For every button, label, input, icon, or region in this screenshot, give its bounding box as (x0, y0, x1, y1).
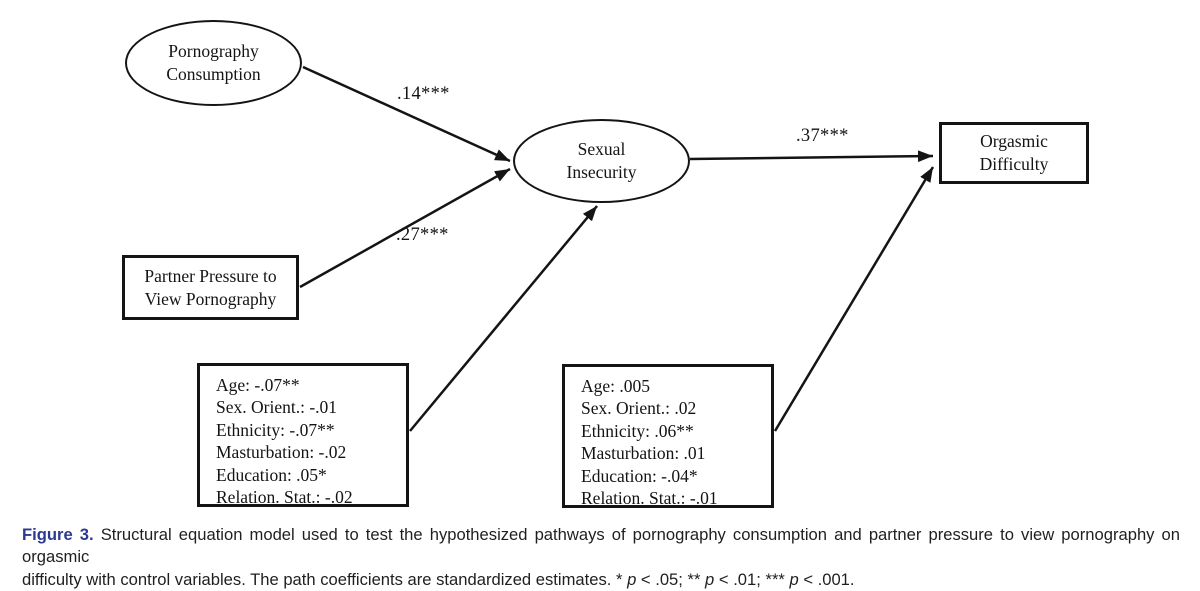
node-label-line: Insecurity (566, 162, 637, 182)
sig-threshold: < .001. (798, 569, 855, 589)
sig-p-symbol: p (705, 569, 715, 589)
sig-stars: *** (765, 569, 790, 589)
caption-text: difficulty with control variables. The p… (22, 569, 616, 589)
path-pornography-to-insecurity (302, 65, 511, 163)
sig-stars: * (616, 569, 628, 589)
path-coefficient-partner-pressure-to-insecurity: .27*** (396, 225, 449, 245)
control-variable-line: Education: -.04* (581, 465, 698, 486)
node-label-line: Consumption (166, 64, 261, 84)
figure-caption: Figure 3. Structural equation model used… (22, 524, 1180, 591)
path-coefficient-pornography-to-insecurity: .14*** (397, 84, 450, 104)
path-controls-left-to-insecurity (409, 205, 598, 432)
node-label-line: Pornography (168, 41, 259, 61)
path-partner-pressure-to-insecurity (299, 167, 511, 289)
control-variable-line: Ethnicity: -.07** (216, 419, 335, 440)
path-insecurity-to-orgasmic-difficulty (689, 150, 934, 163)
sig-stars: ** (687, 569, 706, 589)
path-coefficient-insecurity-to-orgasmic-difficulty: .37*** (796, 126, 849, 146)
latent-node-pornography-consumption: Pornography Consumption (125, 20, 302, 106)
control-variable-line: Age: -.07** (216, 375, 300, 395)
node-label-line: Difficulty (979, 154, 1049, 174)
sig-threshold: < .05; (636, 569, 688, 589)
control-variable-line: Age: .005 (581, 376, 651, 396)
control-variables-box-orgasmic-difficulty: Age: .005 Sex. Orient.: .02 Ethnicity: .… (562, 364, 774, 508)
control-variable-line: Education: .05* (216, 464, 327, 485)
node-label-line: Orgasmic (980, 131, 1048, 151)
node-label-line: Sexual (577, 139, 626, 159)
observed-node-orgasmic-difficulty: Orgasmic Difficulty (939, 122, 1089, 184)
figure-number-label: Figure 3. (22, 525, 94, 544)
control-variable-line: Ethnicity: .06** (581, 420, 694, 441)
observed-node-partner-pressure: Partner Pressure to View Pornography (122, 255, 299, 320)
control-variable-line: Masturbation: .01 (581, 443, 706, 464)
caption-line-2: difficulty with control variables. The p… (22, 569, 1180, 591)
control-variable-line: Sex. Orient.: .02 (581, 398, 697, 419)
latent-node-sexual-insecurity: Sexual Insecurity (513, 119, 690, 203)
node-label-line: Partner Pressure to (144, 265, 277, 286)
sig-p-symbol: p (789, 569, 799, 589)
control-variables-box-insecurity: Age: -.07** Sex. Orient.: -.01 Ethnicity… (197, 363, 409, 507)
control-variable-line: Masturbation: -.02 (216, 442, 347, 463)
caption-line-1: Figure 3. Structural equation model used… (22, 524, 1180, 569)
sig-p-symbol: p (627, 569, 637, 589)
control-variable-line: Relation. Stat.: -.01 (581, 488, 718, 509)
node-label-line: View Pornography (144, 288, 277, 309)
control-variable-line: Sex. Orient.: -.01 (216, 397, 338, 418)
caption-text: Structural equation model used to test t… (22, 525, 1180, 567)
path-controls-right-to-orgasmic-difficulty (773, 166, 935, 432)
sig-threshold: < .01; (714, 569, 766, 589)
control-variable-line: Relation. Stat.: -.02 (216, 487, 353, 508)
